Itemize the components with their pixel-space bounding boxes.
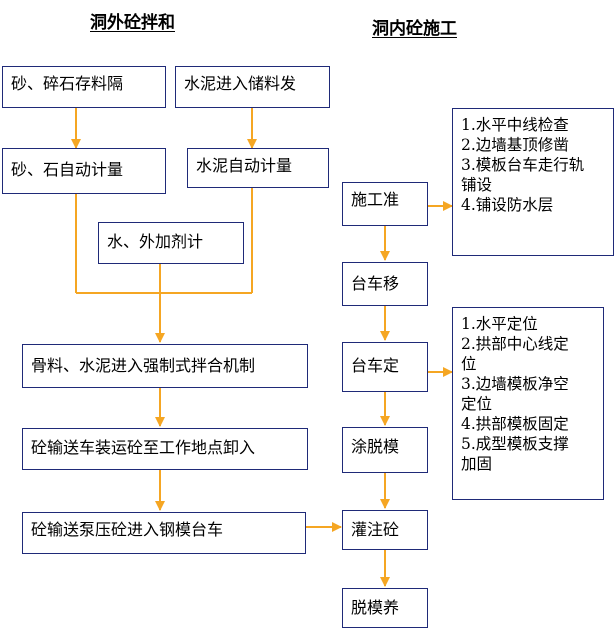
position-notes-list: 1.水平定位 2.拱部中心线定 位 3.边墙模板净空 定位 4.拱部模板固定 5… — [453, 308, 603, 474]
outside-mixing-title: 洞外砼拌和 — [90, 13, 175, 33]
release-agent-label: 涂脱模 — [351, 437, 400, 456]
transport-label: 砼输送车装运砼至工作地点卸入 — [31, 438, 256, 457]
release-agent-box: 涂脱模 — [342, 427, 428, 473]
sand-stone-weigh-box: 砂、石自动计量 — [2, 148, 166, 194]
prep-note-item: 2.边墙基顶修凿 — [461, 136, 569, 154]
demold-box: 脱模养 — [342, 588, 428, 628]
trolley-move-box: 台车移 — [342, 262, 428, 306]
prep-notes-box: 1.水平中线检查 2.边墙基顶修凿 3.模板台车走行轨 铺设 4.铺设防水层 — [452, 108, 614, 256]
inside-construction-title: 洞内砼施工 — [372, 19, 457, 39]
water-additive-weigh-box: 水、外加剂计 — [98, 222, 244, 264]
position-note-item: 3.边墙模板净空 — [461, 375, 569, 393]
sand-gravel-storage-label: 砂、碎石存料隔 — [11, 74, 124, 93]
prep-note-item: 3.模板台车走行轨 — [461, 156, 585, 174]
transport-box: 砼输送车装运砼至工作地点卸入 — [22, 428, 308, 470]
trolley-position-box: 台车定 — [342, 342, 428, 392]
position-note-item: 1.水平定位 — [461, 315, 538, 333]
mixer-box: 骨料、水泥进入强制式拌合机制 — [22, 344, 308, 388]
prep-notes-list: 1.水平中线检查 2.边墙基顶修凿 3.模板台车走行轨 铺设 4.铺设防水层 — [453, 109, 613, 215]
position-note-item: 加固 — [461, 455, 493, 473]
position-note-item: 2.拱部中心线定 — [461, 335, 569, 353]
pump-label: 砼输送泵压砼进入钢模台车 — [31, 520, 224, 539]
pour-label: 灌注砼 — [351, 520, 400, 539]
prep-note-item: 铺设 — [461, 176, 493, 194]
cement-storage-box: 水泥进入储料发 — [175, 66, 330, 108]
position-notes-box: 1.水平定位 2.拱部中心线定 位 3.边墙模板净空 定位 4.拱部模板固定 5… — [452, 307, 604, 500]
position-note-item: 定位 — [461, 395, 493, 413]
sand-gravel-storage-box: 砂、碎石存料隔 — [2, 66, 166, 108]
pour-box: 灌注砼 — [342, 510, 428, 550]
position-note-item: 4.拱部模板固定 — [461, 415, 569, 433]
trolley-move-label: 台车移 — [351, 274, 400, 293]
mixer-label: 骨料、水泥进入强制式拌合机制 — [31, 356, 256, 375]
sand-stone-weigh-label: 砂、石自动计量 — [11, 160, 124, 179]
prep-note-item: 4.铺设防水层 — [461, 196, 554, 214]
cement-weigh-box: 水泥自动计量 — [187, 148, 329, 188]
trolley-position-label: 台车定 — [351, 356, 400, 375]
prep-note-item: 1.水平中线检查 — [461, 116, 569, 134]
position-note-item: 5.成型模板支撑 — [461, 435, 569, 453]
prep-box: 施工准 — [342, 182, 428, 226]
demold-label: 脱模养 — [351, 598, 400, 617]
cement-storage-label: 水泥进入储料发 — [184, 74, 297, 93]
cement-weigh-label: 水泥自动计量 — [196, 156, 293, 175]
prep-label: 施工准 — [351, 190, 400, 209]
pump-box: 砼输送泵压砼进入钢模台车 — [22, 512, 306, 554]
position-note-item: 位 — [461, 355, 477, 373]
water-additive-weigh-label: 水、外加剂计 — [107, 232, 204, 251]
